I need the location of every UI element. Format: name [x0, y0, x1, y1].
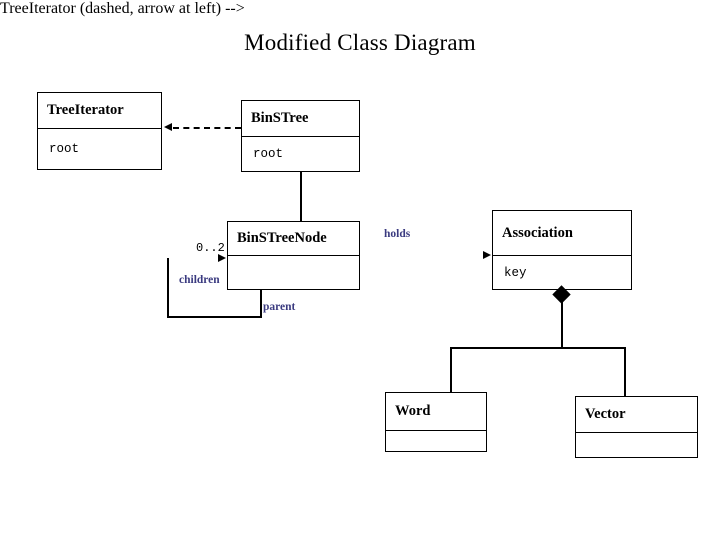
composition-branch-bar: [450, 347, 626, 349]
class-attribute-bin-stree-root: root: [253, 147, 284, 161]
edge-label-parent: parent: [263, 301, 296, 313]
edge-label-holds: holds: [384, 228, 411, 240]
self-assoc-segment-down: [260, 290, 262, 318]
holds-arrowhead-right-icon: [483, 250, 491, 259]
class-attributes-bin-stree-node: [228, 256, 359, 289]
self-assoc-segment-bottom: [167, 316, 261, 318]
class-name-tree-iterator: TreeIterator: [38, 93, 161, 129]
class-box-bin-stree-node[interactable]: BinSTreeNode: [227, 221, 360, 290]
self-assoc-segment-left: [167, 258, 169, 317]
class-name-bin-stree-node: BinSTreeNode: [228, 222, 359, 256]
class-attribute-association-key: key: [504, 265, 527, 280]
class-box-bin-stree[interactable]: BinSTree root: [241, 100, 360, 172]
class-name-vector: Vector: [576, 397, 697, 433]
class-box-tree-iterator[interactable]: TreeIterator root: [37, 92, 162, 170]
class-attribute-tree-iterator-root: root: [49, 142, 80, 156]
class-attributes-vector: [576, 433, 697, 457]
composition-stem: [561, 300, 563, 348]
class-name-bin-stree: BinSTree: [242, 101, 359, 137]
self-assoc-arrowhead-right-icon: [218, 253, 226, 262]
class-name-association: Association: [493, 211, 631, 256]
page-title: Modified Class Diagram: [244, 30, 476, 55]
class-attributes-word: [386, 431, 486, 451]
association-line-binstree-node: [300, 172, 302, 221]
composition-branch-to-vector: [624, 347, 626, 396]
composition-branch-to-word: [450, 347, 452, 392]
edge-label-children: children: [179, 274, 220, 286]
multiplicity-label-children: 0..2: [196, 241, 225, 255]
class-box-word[interactable]: Word: [385, 392, 487, 452]
class-name-word: Word: [386, 393, 486, 431]
class-box-vector[interactable]: Vector: [575, 396, 698, 458]
association-line-holds: [0, 21, 124, 24]
class-box-association[interactable]: Association key: [492, 210, 632, 290]
dependency-arrowhead-left-icon: [164, 123, 172, 131]
dependency-line-binstree-treeiterator: [173, 127, 241, 129]
